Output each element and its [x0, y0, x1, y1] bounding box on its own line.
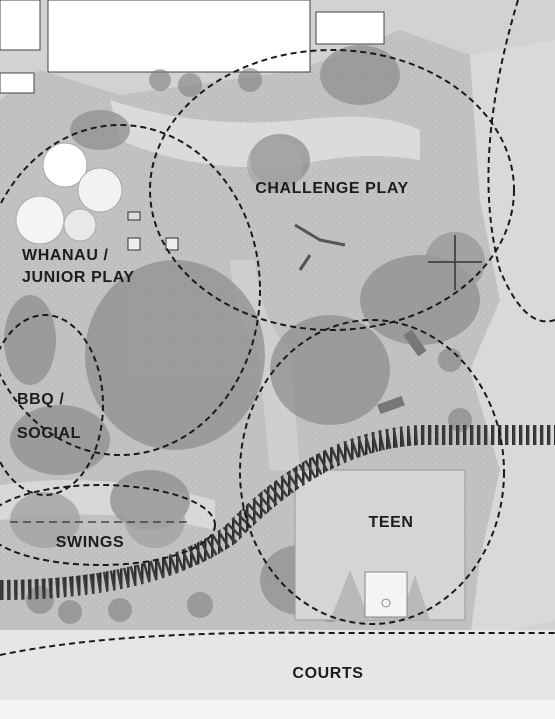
bench-icon [377, 395, 405, 415]
courts-edge [0, 700, 555, 719]
building-annex [315, 11, 385, 45]
play-equipment-icon [127, 237, 141, 251]
zone-label-challenge-play: CHALLENGE PLAY [255, 180, 409, 197]
zone-label-swings: SWINGS [56, 534, 125, 551]
zone-boundary-whanau [0, 124, 261, 456]
zone-label-bbq-line2: SOCIAL [17, 425, 81, 442]
building-main [47, 0, 311, 73]
play-equipment-icon [165, 237, 179, 251]
zone-label-whanau-line2: JUNIOR PLAY [22, 269, 135, 286]
basketball-hoop-icon [381, 598, 391, 608]
bench-icon [403, 329, 427, 357]
track-path [0, 425, 555, 600]
zone-boundary-lawn [487, 0, 555, 323]
play-surface [247, 137, 303, 193]
zone-boundary-teen [239, 319, 505, 625]
basketball-court-icon [364, 571, 408, 618]
lawn-area [470, 40, 555, 640]
zone-boundaries [0, 0, 555, 656]
building-kiosk [0, 72, 35, 94]
zone-boundary-courts [0, 631, 555, 656]
zone-label-teen: TEEN [368, 514, 413, 531]
zone-label-bbq-line1: BBQ / [17, 391, 64, 408]
zone-label-whanau-line1: WHANAU / [22, 247, 109, 264]
play-surface [125, 492, 185, 548]
play-equipment-icon [15, 142, 123, 245]
zone-boundary-bbq [0, 314, 104, 496]
play-equipment-icon [294, 223, 346, 271]
path-area [110, 100, 420, 168]
play-surface [10, 492, 80, 548]
bench-icon [127, 211, 141, 221]
zone-boundary-swings [0, 484, 216, 566]
zone-boundary-challenge-play [149, 49, 515, 331]
building-block [0, 0, 41, 51]
zone-label-courts: COURTS [292, 665, 363, 682]
